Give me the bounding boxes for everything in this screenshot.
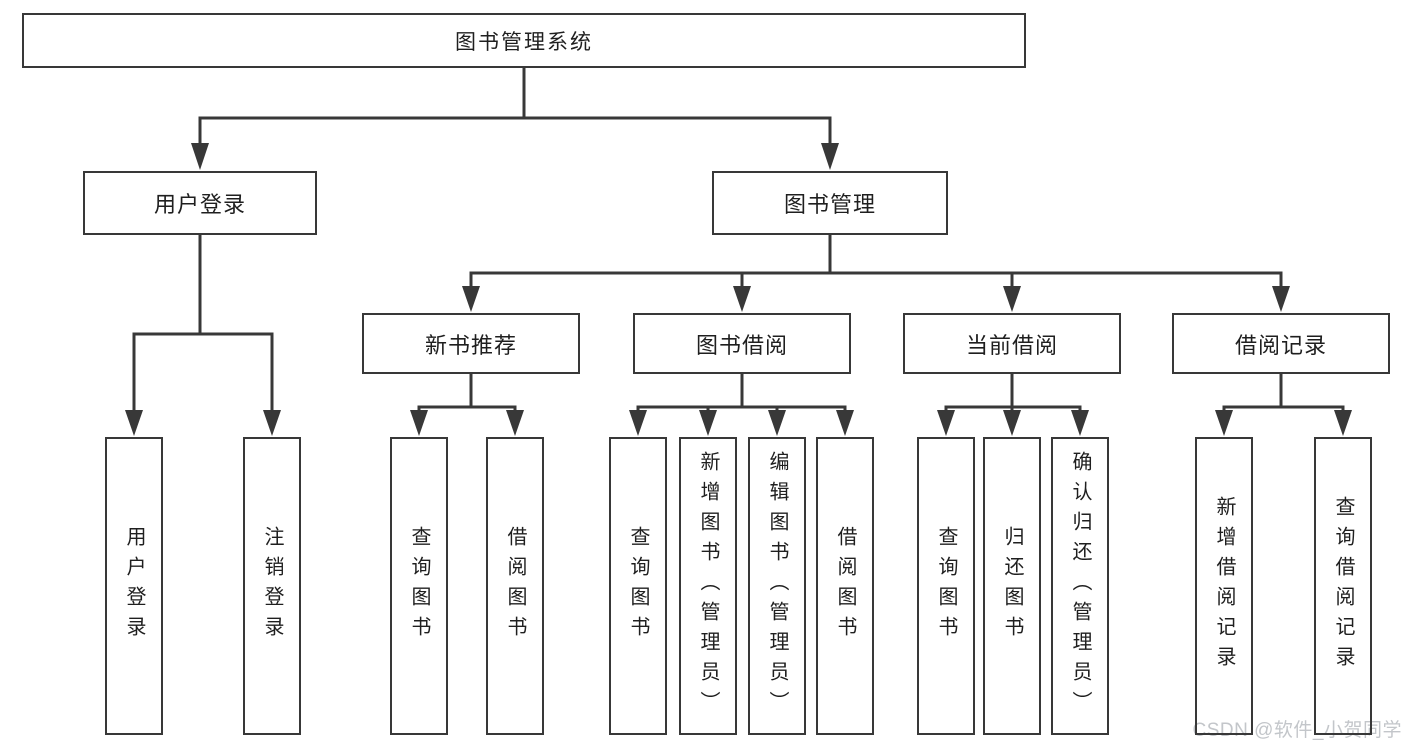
arrowhead-leaf xyxy=(1071,410,1089,436)
node-new-book-recommend-label: 新书推荐 xyxy=(424,332,517,358)
leaf-borrow-books-recommend-label: 借阅图书 xyxy=(504,526,526,646)
node-book-borrowing: 图书借阅 xyxy=(633,313,851,374)
node-book-management: 图书管理 xyxy=(712,171,948,235)
leaf-add-book-admin: 新增图书（管理员） xyxy=(679,437,737,735)
leaf-return-books-label: 归还图书 xyxy=(1001,526,1023,646)
leaf-confirm-return-admin-label: 确认归还（管理员） xyxy=(1069,451,1091,721)
arrowhead-leaf xyxy=(836,410,854,436)
arrowhead-leaf xyxy=(1334,410,1352,436)
leaf-logout-label: 注销登录 xyxy=(261,526,283,646)
arrowhead-leaf xyxy=(629,410,647,436)
node-borrowing-records-label: 借阅记录 xyxy=(1234,332,1327,358)
leaf-logout: 注销登录 xyxy=(243,437,301,735)
arrowhead-leaf xyxy=(699,410,717,436)
leaf-query-borrow-record: 查询借阅记录 xyxy=(1314,437,1372,735)
leaf-borrow-books-recommend: 借阅图书 xyxy=(486,437,544,735)
leaf-query-books-current: 查询图书 xyxy=(917,437,975,735)
leaf-confirm-return-admin: 确认归还（管理员） xyxy=(1051,437,1109,735)
csdn-watermark: CSDN @软件_小贺同学 xyxy=(1192,720,1402,741)
leaf-user-login: 用户登录 xyxy=(105,437,163,735)
node-book-management-label: 图书管理 xyxy=(783,192,876,217)
leaf-query-books-recommend: 查询图书 xyxy=(390,437,448,735)
arrowhead-leaf xyxy=(506,410,524,436)
node-borrowing-records: 借阅记录 xyxy=(1172,313,1390,374)
node-book-borrowing-label: 图书借阅 xyxy=(695,332,788,358)
node-library-system: 图书管理系统 xyxy=(22,13,1026,68)
leaf-query-books-borrowing-label: 查询图书 xyxy=(627,526,649,646)
arrowhead-borrow-records xyxy=(1272,286,1290,312)
leaf-borrow-books-borrowing: 借阅图书 xyxy=(816,437,874,735)
arrowhead-book-management xyxy=(821,143,839,170)
arrowhead-user-login xyxy=(191,143,209,170)
arrowhead-current-borrow xyxy=(1003,286,1021,312)
leaf-edit-book-admin: 编辑图书（管理员） xyxy=(748,437,806,735)
arrowhead-login-leaf xyxy=(125,410,143,436)
leaf-borrow-books-borrowing-label: 借阅图书 xyxy=(834,526,856,646)
leaf-query-books-recommend-label: 查询图书 xyxy=(408,526,430,646)
leaf-user-login-label: 用户登录 xyxy=(123,526,145,646)
node-new-book-recommend: 新书推荐 xyxy=(362,313,580,374)
arrowhead-leaf xyxy=(1215,410,1233,436)
node-user-login-label: 用户登录 xyxy=(153,192,246,217)
leaf-query-books-current-label: 查询图书 xyxy=(935,526,957,646)
node-current-borrowing: 当前借阅 xyxy=(903,313,1121,374)
leaf-return-books: 归还图书 xyxy=(983,437,1041,735)
node-current-borrowing-label: 当前借阅 xyxy=(965,332,1058,358)
node-user-login: 用户登录 xyxy=(83,171,317,235)
arrowhead-new-book xyxy=(462,286,480,312)
leaf-query-books-borrowing: 查询图书 xyxy=(609,437,667,735)
arrowhead-book-borrow xyxy=(733,286,751,312)
leaf-edit-book-admin-label: 编辑图书（管理员） xyxy=(766,451,788,721)
leaf-add-borrow-record: 新增借阅记录 xyxy=(1195,437,1253,735)
node-library-system-label: 图书管理系统 xyxy=(455,30,593,54)
arrowhead-leaf xyxy=(1003,410,1021,436)
arrowhead-leaf xyxy=(410,410,428,436)
arrowhead-logout-leaf xyxy=(263,410,281,436)
leaf-add-borrow-record-label: 新增借阅记录 xyxy=(1213,496,1235,676)
arrowhead-leaf xyxy=(937,410,955,436)
leaf-query-borrow-record-label: 查询借阅记录 xyxy=(1332,496,1354,676)
arrowhead-leaf xyxy=(768,410,786,436)
leaf-add-book-admin-label: 新增图书（管理员） xyxy=(697,451,719,721)
